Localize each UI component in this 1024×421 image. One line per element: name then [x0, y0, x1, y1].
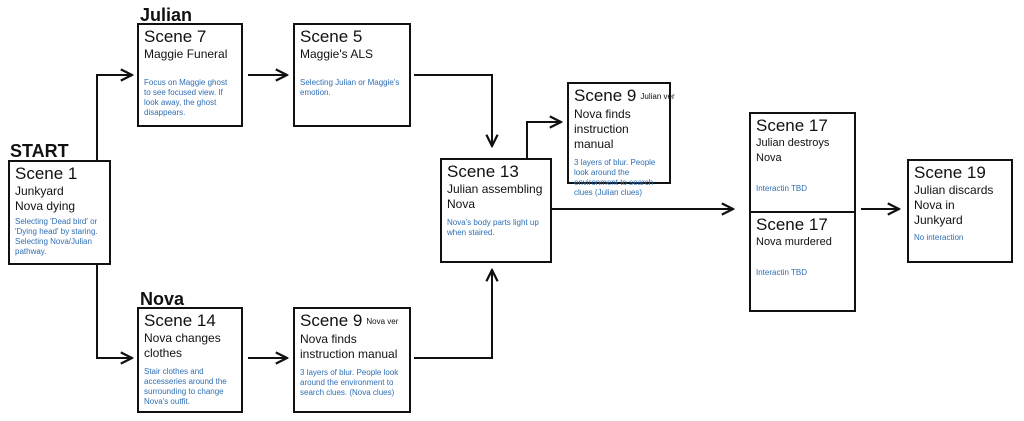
scene-title: Junkyard Nova dying — [15, 184, 76, 213]
arrow-s5-to-s13 — [414, 74, 492, 146]
scene-description: Interactin TBD — [756, 184, 807, 193]
scene-description: 3 layers of blur. People look around the… — [300, 368, 399, 398]
scene-19-box: Scene 19 Julian discards Nova in Junkyar… — [907, 159, 1013, 263]
scene-title: Maggie's ALS — [300, 47, 374, 61]
scene-title: Julian destroys Nova — [756, 137, 830, 164]
label-nova: Nova — [140, 289, 185, 309]
scene-version: Julian ver — [640, 92, 675, 102]
scene-description: Interactin TBD — [756, 268, 807, 277]
arrow-s13-to-s9j — [526, 122, 561, 158]
arrow-s9n-to-s13 — [414, 270, 492, 359]
scene-17-nova-box: Scene 17 Nova murdered Interactin TBD — [749, 211, 856, 312]
label-start: START — [10, 141, 69, 161]
scene-title: Nova changes clothes — [144, 331, 221, 360]
scene-5-box: Scene 5 Maggie's ALS Selecting Julian or… — [293, 23, 411, 127]
scene-1-box: Scene 1 Junkyard Nova dying Selecting 'D… — [8, 160, 111, 265]
scene-number: Scene 13 — [447, 162, 519, 181]
scene-title: Nova finds instruction manual — [574, 107, 631, 152]
scene-17-julian-box: Scene 17 Julian destroys Nova Interactin… — [749, 112, 856, 213]
scene-description: Selecting Julian or Maggie's emotion. — [300, 78, 400, 97]
scene-number-text: Scene 9 — [574, 86, 637, 105]
scene-number: Scene 7 — [144, 27, 207, 46]
scene-number: Scene 14 — [144, 311, 216, 330]
scene-7-box: Scene 7 Maggie Funeral Focus on Maggie g… — [137, 23, 243, 127]
arrow-s1-to-s14 — [96, 265, 132, 358]
scene-13-box: Scene 13 Julian assembling Nova Nova's b… — [440, 158, 552, 263]
arrow-s1-to-s7 — [96, 75, 132, 160]
scene-title: Julian discards Nova in Junkyard — [914, 183, 994, 227]
scene-description: Nova's body parts light up when staired. — [447, 218, 539, 237]
scene-number: Scene 17 — [756, 215, 828, 234]
scene-number: Scene 1 — [15, 164, 78, 183]
scene-description: Stair clothes and accesseries around the… — [144, 367, 227, 406]
scene-number: Scene 17 — [756, 116, 828, 135]
scene-description: No interaction — [914, 233, 964, 242]
scene-number-text: Scene 9 — [300, 311, 363, 330]
scene-number: Scene 19 — [914, 163, 986, 182]
label-julian: Julian — [140, 5, 193, 25]
scene-title: Nova finds instruction manual — [300, 332, 398, 362]
scene-description: Selecting 'Dead bird' or 'Dying head' by… — [15, 217, 98, 256]
scene-description: 3 layers of blur. People look around the… — [574, 158, 656, 198]
scene-14-box: Scene 14 Nova changes clothes Stair clot… — [137, 307, 243, 413]
scene-description: Focus on Maggie ghost to see focused vie… — [144, 78, 228, 117]
scene-version: Nova ver — [366, 317, 399, 327]
scene-number: Scene 5 — [300, 27, 363, 46]
scene-title: Maggie Funeral — [144, 47, 228, 61]
scene-title: Julian assembling Nova — [447, 182, 543, 211]
scene-title: Nova murdered — [756, 236, 832, 248]
